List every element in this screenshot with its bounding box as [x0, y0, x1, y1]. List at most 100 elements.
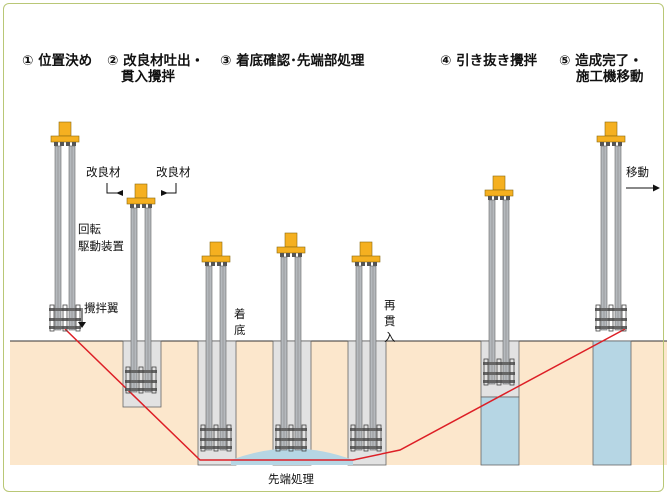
tip-treatment-label: 先端処理 [268, 472, 314, 486]
column-step3a [197, 340, 237, 466]
rig-step4 [483, 175, 515, 386]
drive-base [50, 135, 80, 143]
mixing-blade [200, 428, 232, 431]
drive-head [58, 121, 72, 137]
rig-step2 [125, 183, 157, 394]
step-4-label: ④ 引き抜き攪拌 [440, 52, 538, 69]
mixing-blade [483, 372, 515, 375]
step-2-label-line2: 貫入攪拌 [121, 68, 175, 85]
bolt [130, 204, 134, 208]
bolt [298, 253, 302, 257]
bolt [211, 262, 215, 266]
mixing-blade [200, 446, 232, 449]
tip-treatment-zone [231, 448, 353, 465]
mixing-blade [49, 326, 81, 329]
drive-base [201, 255, 231, 263]
bolt [54, 142, 58, 146]
bolt [494, 196, 498, 200]
bolt [488, 196, 492, 200]
column-step2 [122, 340, 162, 408]
bolt [506, 196, 510, 200]
mixing-blade [125, 380, 157, 383]
bolt [600, 142, 604, 146]
rig-step3a [200, 241, 232, 452]
drive-base [351, 255, 381, 263]
bottom-label-1: 着 [234, 307, 246, 321]
bolt [286, 253, 290, 257]
blade-label: 攪拌翼 [84, 301, 119, 315]
step-3-label: ③ 着底確認･先端部処理 [220, 52, 365, 69]
bottom-label-2: 底 [234, 323, 246, 337]
bolt [66, 142, 70, 146]
mixing-blade [595, 326, 627, 329]
drive-head [492, 175, 506, 191]
drive-unit-label-1: 回転 [78, 222, 101, 236]
ground-soil [10, 341, 667, 465]
bolt [223, 262, 227, 266]
mixing-blade [49, 318, 81, 321]
repenetrate-label-3: 入 [384, 330, 396, 344]
drive-base [126, 197, 156, 205]
drive-head [284, 232, 298, 248]
bolt [606, 142, 610, 146]
rig-step3c [350, 241, 382, 452]
mixing-blade [483, 380, 515, 383]
mixing-blade [275, 446, 307, 449]
bolt [367, 262, 371, 266]
arrow-left-icon [161, 190, 168, 196]
drive-base [484, 189, 514, 197]
drive-base [596, 135, 626, 143]
bolt [612, 142, 616, 146]
mixing-blade [595, 308, 627, 311]
mixing-blade [125, 388, 157, 391]
bolt [618, 142, 622, 146]
bolt [373, 262, 377, 266]
arrow-right-icon [116, 190, 123, 196]
mixing-blade [200, 438, 232, 441]
bolt [292, 253, 296, 257]
mixing-blade [125, 370, 157, 373]
mixing-blade [350, 446, 382, 449]
bolt [72, 142, 76, 146]
bolt [205, 262, 209, 266]
rig-step5 [595, 121, 627, 332]
mixing-blade [275, 428, 307, 431]
drive-head [209, 241, 223, 257]
material-right-label: 改良材 [156, 165, 191, 179]
drive-base [276, 246, 306, 254]
step-1-label: ① 位置決め [22, 52, 92, 69]
bolt [500, 196, 504, 200]
bolt [142, 204, 146, 208]
mixing-blade [595, 318, 627, 321]
mixing-blade [350, 428, 382, 431]
material-left-label: 改良材 [86, 165, 121, 179]
column-step4-treated [480, 396, 520, 466]
drive-head [359, 241, 373, 257]
repenetrate-label-2: 貫 [384, 314, 396, 328]
repenetrate-label-1: 再 [384, 298, 396, 312]
step-5-label: ⑤ 造成完了・ [559, 52, 643, 69]
arrow-down-icon [78, 322, 86, 328]
column-step3c [347, 340, 387, 466]
mixing-blade [483, 362, 515, 365]
bolt [355, 262, 359, 266]
drive-head [134, 183, 148, 199]
rigs-group [49, 121, 627, 452]
mixing-blade [275, 438, 307, 441]
bolt [136, 204, 140, 208]
bolt [280, 253, 284, 257]
drive-unit-label-2: 駆動装置 [78, 239, 124, 253]
bolt [60, 142, 64, 146]
machine-path-line [64, 328, 626, 461]
step-5-label-line2: 施工機移動 [576, 68, 644, 85]
column-step5-treated [592, 340, 632, 466]
rig-step3b [275, 232, 307, 452]
bolt [361, 262, 365, 266]
move-label: 移動 [626, 165, 649, 179]
bolt [217, 262, 221, 266]
drive-head [604, 121, 618, 137]
bolt [148, 204, 152, 208]
step-2-label: ② 改良材吐出・ [107, 52, 204, 69]
